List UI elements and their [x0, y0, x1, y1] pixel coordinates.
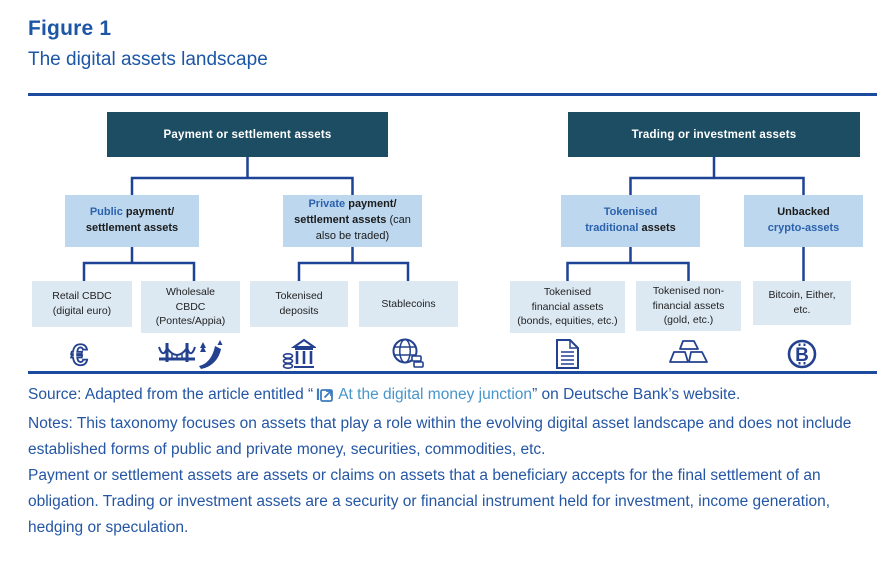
top-divider: [28, 93, 877, 96]
node-label: Tokenised traditional assets: [585, 206, 676, 234]
svg-text:B: B: [795, 345, 809, 366]
notes-paragraph: Notes: This taxonomy focuses on assets t…: [28, 415, 852, 458]
svg-text:€: €: [71, 339, 88, 370]
node-retail-cbdc: Retail CBDC (digital euro): [32, 281, 132, 327]
bottom-divider: [28, 371, 877, 374]
node-trading-investment-root: Trading or investment assets: [568, 112, 860, 157]
node-stablecoins: Stablecoins: [359, 281, 458, 327]
node-payment-settlement-root: Payment or settlement assets: [107, 112, 388, 157]
node-label: Unbacked crypto-assets: [767, 206, 840, 234]
node-tokenised-financial-assets: Tokenised financial assets (bonds, equit…: [510, 281, 625, 333]
node-label: Public payment/ settlement assets: [85, 206, 179, 234]
gold-bars-icon: [669, 338, 709, 366]
bridge-road-icon: [158, 338, 224, 370]
node-bitcoin-ether: Bitcoin, Either, etc.: [753, 281, 851, 325]
globe-coins-icon: [391, 338, 425, 370]
node-tokenised-traditional: Tokenised traditional assets: [561, 195, 700, 247]
node-private-payment: Private payment/ settlement assets (can …: [283, 195, 422, 247]
node-label: Private payment/ settlement assets (can …: [294, 198, 411, 242]
document-icon: [554, 338, 581, 370]
node-unbacked-crypto: Unbacked crypto-assets: [744, 195, 863, 247]
bank-columns-icon: [282, 338, 316, 370]
node-wholesale-cbdc: Wholesale CBDC (Pontes/Appia): [141, 281, 240, 333]
euro-icon: €: [64, 338, 100, 370]
figure-label: Figure 1: [28, 17, 112, 40]
figure-caption: Source: Adapted from the article entitle…: [28, 382, 868, 541]
node-tokenised-deposits: Tokenised deposits: [250, 281, 348, 327]
external-link-icon[interactable]: [316, 388, 334, 406]
figure-header: Figure 1 The digital assets landscape: [0, 0, 895, 71]
source-suffix: ” on Deutsche Bank’s website.: [532, 386, 741, 403]
node-public-payment: Public payment/ settlement assets: [65, 195, 199, 247]
tree-connectors: [82, 157, 805, 281]
taxonomy-diagram: Payment or settlement assets Trading or …: [0, 97, 895, 370]
source-prefix: Source: Adapted from the article entitle…: [28, 386, 314, 403]
bitcoin-icon: B: [786, 338, 818, 370]
node-label: Payment or settlement assets: [163, 128, 332, 141]
source-link[interactable]: At the digital money junction: [338, 386, 533, 403]
figure-title: The digital assets landscape: [28, 49, 268, 70]
node-label: Trading or investment assets: [631, 128, 797, 141]
notes-paragraph: Payment or settlement assets are assets …: [28, 467, 831, 536]
node-tokenised-nonfinancial-assets: Tokenised non- financial assets (gold, e…: [636, 281, 741, 331]
source-line: Source: Adapted from the article entitle…: [28, 382, 868, 411]
